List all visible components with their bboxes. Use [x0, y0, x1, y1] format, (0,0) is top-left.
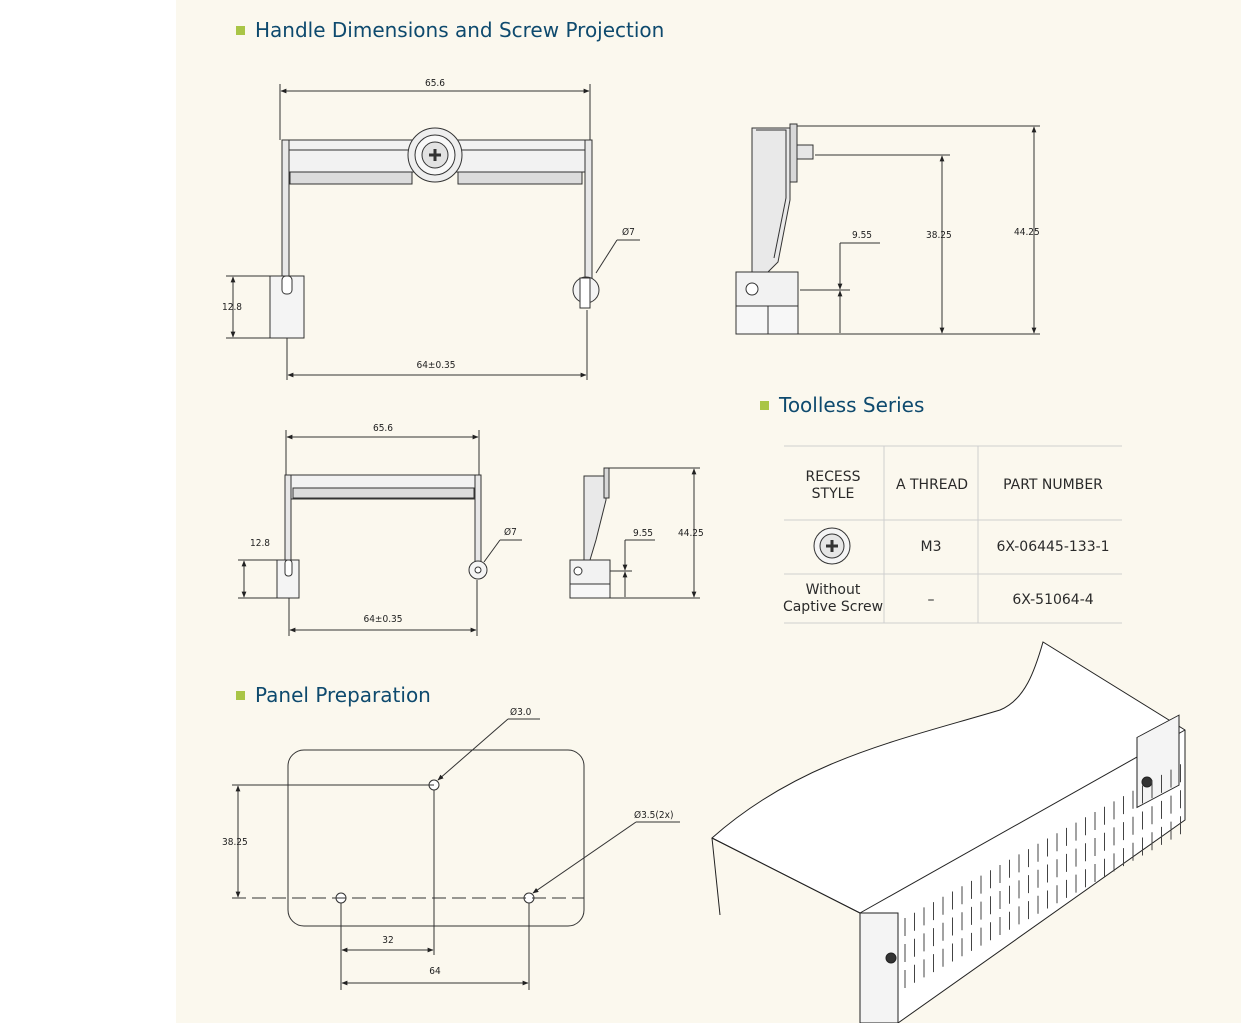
- table-header-recess-1: RECESS: [806, 469, 861, 485]
- table-cell-part-2: 6X-51064-4: [1012, 592, 1093, 608]
- table-header-part: PART NUMBER: [1003, 477, 1103, 493]
- dim-half-pitch: 32: [382, 935, 393, 946]
- heading-text: Panel Preparation: [255, 683, 431, 707]
- dim-foot-height-2: 12.8: [250, 538, 270, 549]
- panel-drawing: [232, 718, 680, 990]
- handle-side-view: [735, 123, 1040, 335]
- bullet-icon: [760, 400, 769, 410]
- dim-pin-dia-2: Ø7: [504, 526, 517, 538]
- dim-foot-height: 12.8: [222, 302, 242, 313]
- dim-width-2: 65.6: [373, 423, 393, 434]
- dim-side-offset-2: 9.55: [633, 528, 653, 539]
- bullet-icon: [236, 690, 245, 700]
- table-cell-thread-2: –: [928, 592, 935, 608]
- dim-side-offset: 9.55: [852, 230, 872, 241]
- heading-text: Handle Dimensions and Screw Projection: [255, 18, 665, 42]
- toolless-side-view: [569, 467, 700, 599]
- bullet-icon: [236, 25, 245, 35]
- table-header-thread: A THREAD: [896, 477, 968, 493]
- recess-screw-icon: [813, 527, 851, 565]
- heading-text: Toolless Series: [779, 393, 925, 417]
- dim-side-height-2: 44.25: [678, 528, 704, 539]
- dim-hole-top: Ø3.0: [510, 706, 532, 718]
- dim-pin-pitch-2: 64±0.35: [363, 614, 402, 625]
- dim-side-height-a: 38.25: [926, 230, 952, 241]
- table-cell-recess-2a: Without: [806, 582, 861, 598]
- table-cell-thread-1: M3: [921, 539, 942, 555]
- dim-pin-dia: Ø7: [622, 226, 635, 238]
- toolless-table: [784, 445, 1122, 624]
- table-cell-recess-2b: Captive Screw: [783, 599, 883, 615]
- handle-front-view: [226, 84, 640, 380]
- table-header-recess-2: STYLE: [812, 486, 855, 502]
- dim-width: 65.6: [425, 78, 445, 89]
- chassis-isometric-illustration: [711, 641, 1186, 1023]
- toolless-front-view: [238, 430, 522, 636]
- dim-pin-pitch: 64±0.35: [416, 360, 455, 371]
- dim-pitch: 64: [429, 966, 441, 977]
- section-heading-handle: Handle Dimensions and Screw Projection: [236, 18, 664, 42]
- dim-side-height-b: 44.25: [1014, 227, 1040, 238]
- dim-panel-height: 38.25: [222, 837, 248, 848]
- dim-holes-bottom: Ø3.5(2x): [634, 809, 673, 821]
- section-heading-toolless: Toolless Series: [760, 393, 924, 417]
- table-cell-part-1: 6X-06445-133-1: [996, 539, 1109, 555]
- section-heading-panel: Panel Preparation: [236, 683, 431, 707]
